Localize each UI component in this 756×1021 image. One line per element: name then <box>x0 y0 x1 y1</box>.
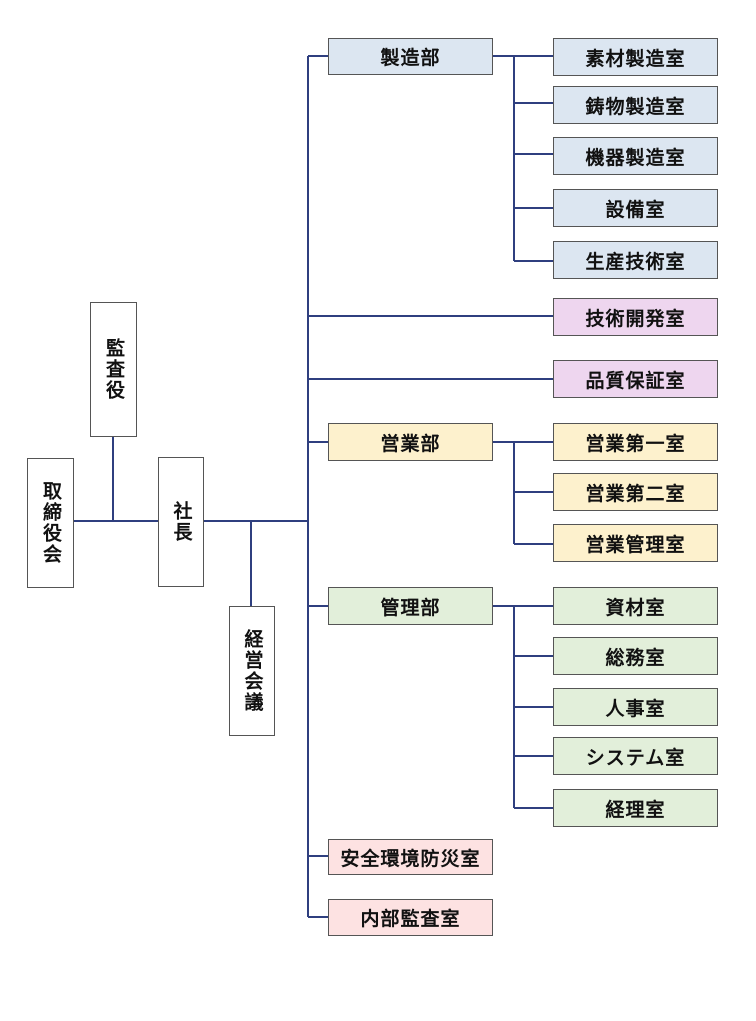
room-box-material-mfg: 素材製造室 <box>553 38 718 76</box>
sales-dept-label: 営業部 <box>380 432 441 455</box>
internal-audit-box: 内部監査室 <box>328 899 493 936</box>
technical-development-box: 技術開発室 <box>553 298 718 336</box>
admin-dept-box: 管理部 <box>328 587 493 625</box>
room-box-production-engineering: 生産技術室 <box>553 241 718 279</box>
room-box-facilities: 設備室 <box>553 189 718 227</box>
internal-audit-label: 内部監査室 <box>360 908 461 930</box>
president-label: 社長 <box>170 501 193 543</box>
management-council-label: 経営会議 <box>241 629 264 713</box>
room-label: 営業管理室 <box>585 533 686 556</box>
room-label: 総務室 <box>605 646 666 669</box>
room-label: 素材製造室 <box>585 47 686 70</box>
room-label: システム室 <box>585 746 686 769</box>
board-label: 取締役会 <box>40 481 62 565</box>
room-box-sales-admin: 営業管理室 <box>553 524 718 562</box>
manufacturing-dept-box: 製造部 <box>328 38 493 75</box>
auditor-box: 監査役 <box>90 302 137 437</box>
room-box-sales-2: 営業第二室 <box>553 473 718 511</box>
room-box-materials: 資材室 <box>553 587 718 625</box>
auditor-label: 監査役 <box>103 338 125 401</box>
room-box-general-affairs: 総務室 <box>553 637 718 675</box>
room-box-systems: システム室 <box>553 737 718 775</box>
room-label: 営業第一室 <box>585 432 686 455</box>
room-box-accounting: 経理室 <box>553 789 718 827</box>
board-of-directors-box: 取締役会 <box>27 458 74 588</box>
room-box-casting-mfg: 鋳物製造室 <box>553 86 718 124</box>
room-label: 鋳物製造室 <box>585 95 686 118</box>
admin-dept-label: 管理部 <box>380 596 441 619</box>
safety-environment-label: 安全環境防災室 <box>340 847 481 870</box>
quality-assurance-box: 品質保証室 <box>553 360 718 398</box>
room-box-sales-1: 営業第一室 <box>553 423 718 461</box>
room-label: 資材室 <box>605 596 666 619</box>
quality-assurance-label: 品質保証室 <box>585 369 686 392</box>
room-label: 機器製造室 <box>585 146 686 169</box>
president-box: 社長 <box>158 457 204 587</box>
management-council-box: 経営会議 <box>229 606 275 736</box>
room-label: 生産技術室 <box>585 250 686 273</box>
room-label: 人事室 <box>605 697 666 720</box>
room-label: 営業第二室 <box>585 482 686 505</box>
room-box-hr: 人事室 <box>553 688 718 726</box>
room-box-equipment-mfg: 機器製造室 <box>553 137 718 175</box>
sales-dept-box: 営業部 <box>328 423 493 461</box>
room-label: 経理室 <box>605 798 666 821</box>
manufacturing-dept-label: 製造部 <box>380 47 441 69</box>
safety-environment-box: 安全環境防災室 <box>328 839 493 875</box>
room-label: 設備室 <box>605 198 666 221</box>
technical-development-label: 技術開発室 <box>585 307 686 330</box>
